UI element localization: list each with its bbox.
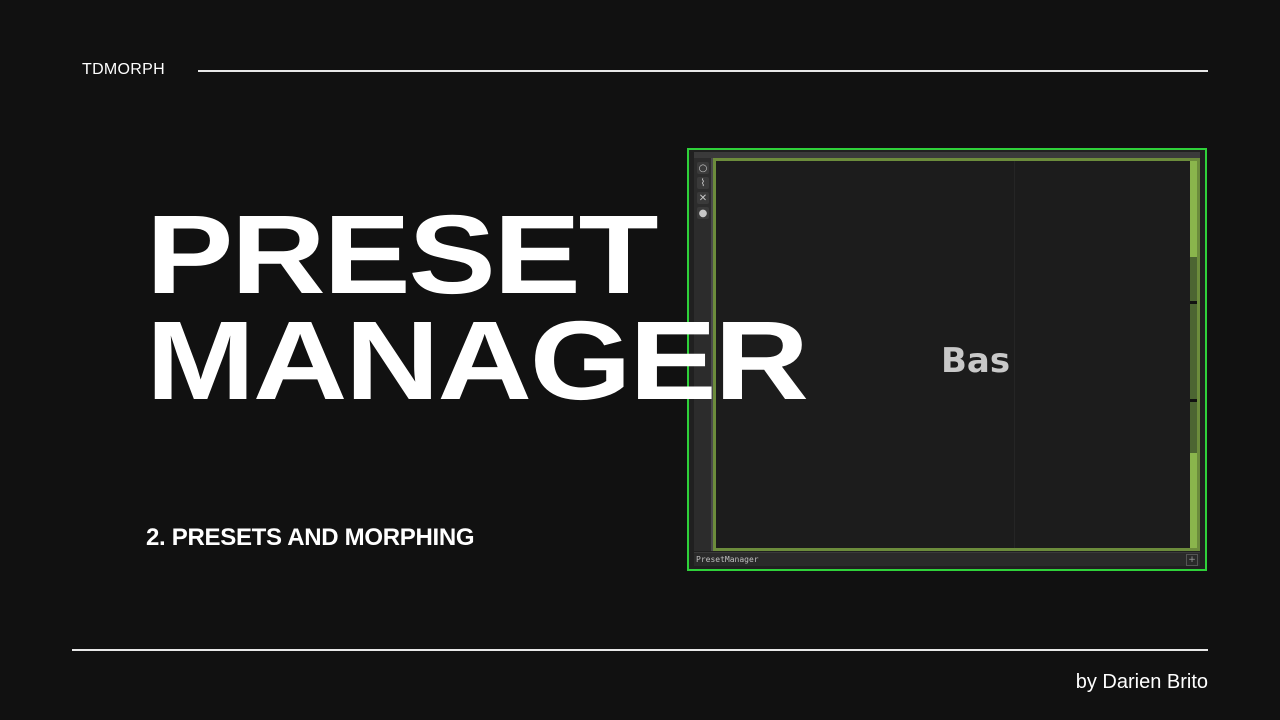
operator-panel[interactable]: ○ ⌇ ✕ ● Bas PresetManager +: [687, 148, 1207, 571]
wire-icon: ⌇: [700, 177, 706, 189]
operator-viewer[interactable]: Bas: [713, 158, 1200, 551]
bypass-button[interactable]: ⌇: [697, 177, 709, 189]
circle-icon: ○: [698, 162, 708, 174]
viewer-center-divider: [1014, 161, 1015, 548]
top-divider: [198, 70, 1208, 72]
viewer-strip-tick: [1190, 399, 1197, 402]
subtitle: 2. PRESETS AND MORPHING: [146, 524, 475, 551]
viewer-center-label: Bas: [941, 341, 1011, 381]
operator-left-toolbar: ○ ⌇ ✕ ●: [694, 158, 713, 551]
operator-titlebar[interactable]: [694, 152, 1200, 158]
viewer-strip-tick: [1190, 301, 1197, 304]
close-button[interactable]: ✕: [697, 192, 709, 204]
bottom-divider: [72, 649, 1208, 651]
viewer-right-strip: [1190, 161, 1197, 548]
operator-footer: PresetManager +: [694, 552, 1200, 566]
title-line-2: MANAGER: [146, 298, 809, 423]
viewer-strip-dark-section: [1190, 257, 1197, 453]
viewer-toggle-button[interactable]: ○: [697, 162, 709, 174]
close-icon: ✕: [698, 192, 708, 204]
author-byline: by Darien Brito: [1075, 671, 1208, 693]
clone-button[interactable]: ●: [697, 207, 709, 219]
title-line-1: PRESET: [146, 192, 659, 317]
clone-icon: ●: [698, 207, 708, 219]
brand-label: TDMORPH: [82, 61, 165, 78]
add-button[interactable]: +: [1186, 554, 1198, 566]
operator-name[interactable]: PresetManager: [696, 555, 759, 564]
